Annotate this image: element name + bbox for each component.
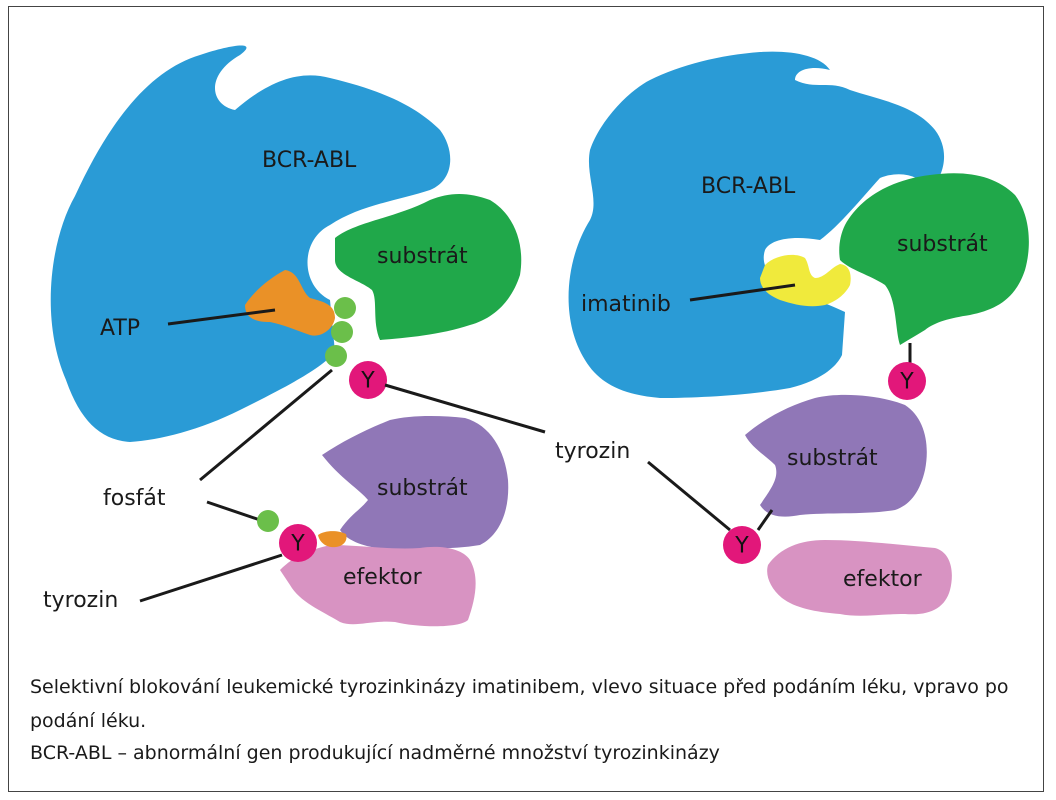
- tyrosine-marker-label-top-left: Y: [360, 369, 375, 394]
- tyrosine-substrate-link-right: [756, 509, 774, 531]
- atp-remnant: [318, 531, 347, 548]
- caption-line-2: BCR-ABL – abnormální gen produkující nad…: [30, 742, 720, 764]
- diagram: BCR-ABL substrát ATP Y fosfát Y substrát…: [43, 45, 1029, 627]
- bcr-abl-label-right: BCR-ABL: [701, 174, 796, 199]
- substrate-label-purple-left: substrát: [377, 476, 468, 501]
- tyrosine-marker-top-left: [349, 361, 387, 399]
- substrate-purple-left: [322, 415, 509, 550]
- phosphate-leader-upper: [199, 368, 333, 482]
- caption-line-1: Selektivní blokování leukemické tyrozink…: [30, 676, 1009, 732]
- substrate-green-right: [839, 173, 1029, 345]
- substrate-label-green-left: substrát: [377, 244, 468, 269]
- tyrosine-marker-bottom-left: [279, 524, 317, 562]
- tyrosine-marker-label-top-right: Y: [899, 370, 914, 395]
- tyrosine-marker-label-bottom-left: Y: [290, 532, 305, 557]
- imatinib-leader-line: [689, 283, 796, 302]
- phosphate-group-3: [325, 345, 347, 367]
- phosphate-group-2: [331, 321, 353, 343]
- tyrosine-marker-top-right: [888, 362, 926, 400]
- phosphate-leader-lower: [206, 500, 261, 522]
- tyrosine-leader-left: [139, 553, 283, 603]
- phosphate-group-1: [334, 297, 356, 319]
- figure-frame: [8, 6, 1044, 792]
- atp-molecule-left: [245, 270, 335, 336]
- tyrosine-marker-label-bottom-right: Y: [734, 534, 749, 559]
- substrate-label-green-right: substrát: [897, 232, 988, 257]
- atp-leader-line: [167, 308, 276, 326]
- effector-label-left: efektor: [343, 565, 423, 590]
- bcr-abl-protein-left: [50, 45, 451, 442]
- tyrosine-label-center: tyrozin: [555, 439, 630, 464]
- substrate-label-purple-right: substrát: [787, 446, 878, 471]
- tyrosine-marker-bottom-right: [723, 526, 761, 564]
- imatinib-label: imatinib: [581, 292, 671, 317]
- tyrosine-leader-center-right: [647, 460, 731, 532]
- phosphate-label: fosfát: [103, 486, 166, 511]
- effector-right: [767, 540, 952, 616]
- imatinib-molecule: [760, 254, 851, 307]
- atp-label: ATP: [100, 316, 140, 341]
- effector-label-right: efektor: [843, 567, 923, 592]
- bcr-abl-protein-right: [568, 51, 945, 398]
- tyrosine-label-left: tyrozin: [43, 588, 118, 613]
- phosphate-group-transferred: [257, 510, 279, 532]
- bcr-abl-label-left: BCR-ABL: [262, 148, 357, 173]
- tyrosine-leader-center-left: [384, 383, 546, 434]
- substrate-green-left: [335, 194, 522, 340]
- effector-left: [280, 545, 476, 627]
- substrate-purple-right: [745, 394, 927, 517]
